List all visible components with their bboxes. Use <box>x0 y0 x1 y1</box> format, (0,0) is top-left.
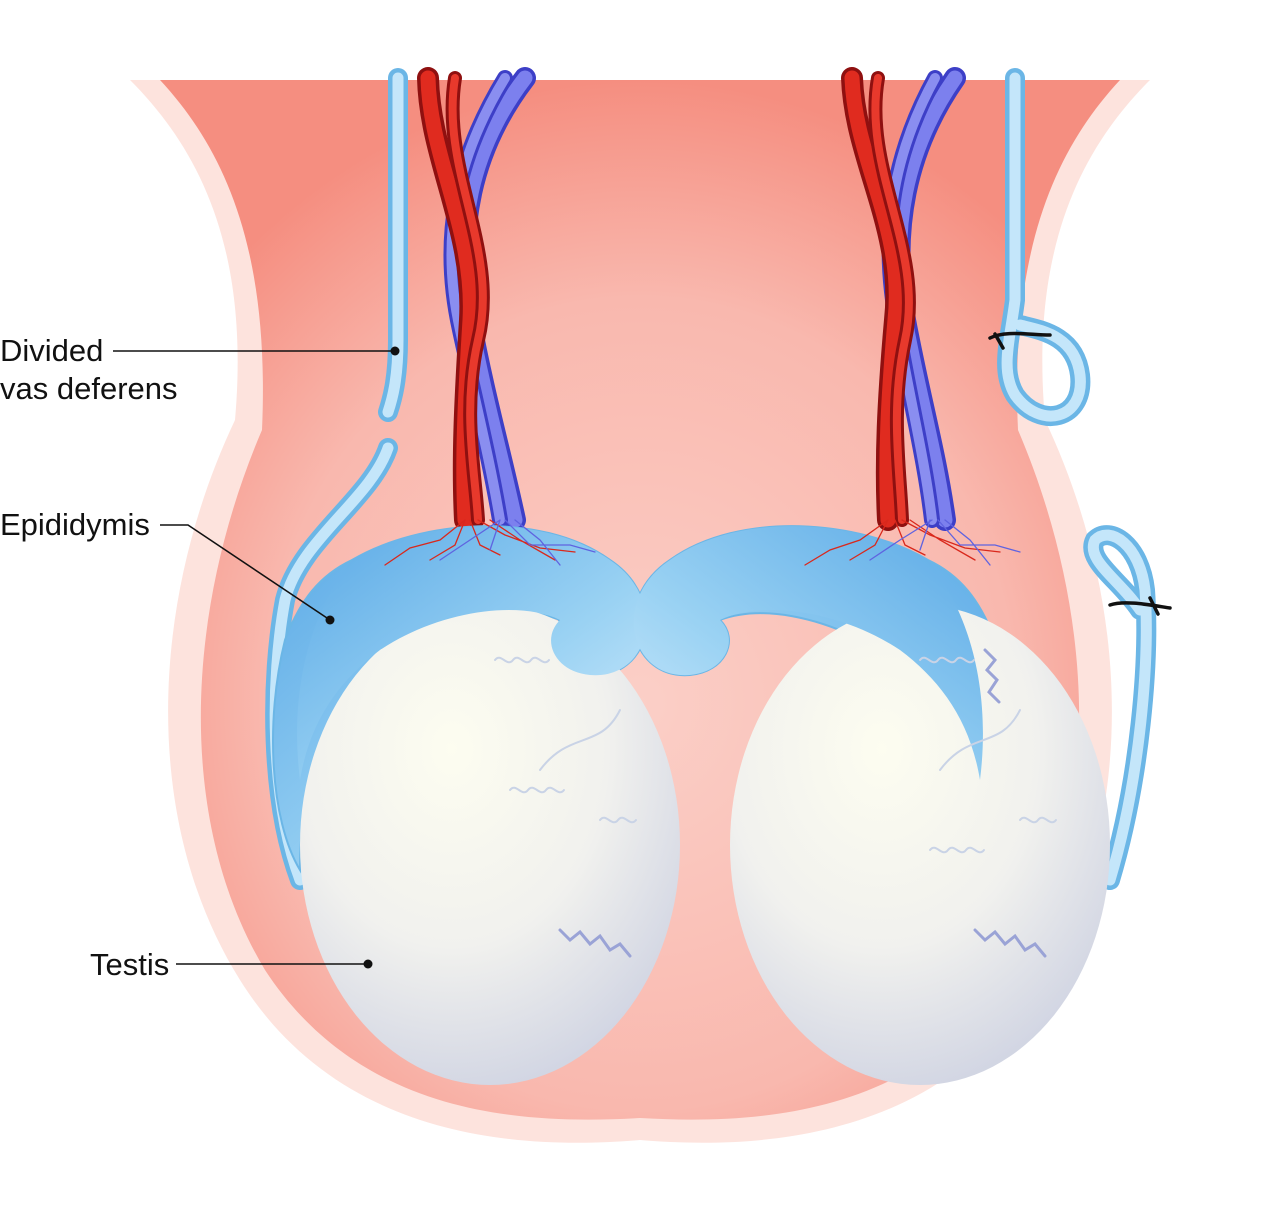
label-divided-vas-deferens: Divided vas deferens <box>0 333 400 406</box>
left-testis-texture <box>494 656 637 958</box>
epididymis-leader-dot <box>325 615 335 625</box>
left-capillaries <box>384 519 596 566</box>
testis-leader-dot <box>363 959 373 969</box>
vas-label-line1: Divided <box>0 333 103 368</box>
label-epididymis: Epididymis <box>0 507 335 625</box>
upper-ligature <box>988 331 1052 350</box>
epididymis-leader-line <box>160 524 331 621</box>
left-epididymis-head <box>297 526 647 780</box>
left-testis <box>300 605 680 1085</box>
vas-label-line2: vas deferens <box>0 371 178 406</box>
right-capillaries <box>804 519 1021 566</box>
left-spermatic-cord <box>417 67 536 531</box>
right-spermatic-cord <box>841 67 966 531</box>
right-vas-deferens <box>988 68 1172 890</box>
testis-label: Testis <box>90 947 169 982</box>
right-testis-texture <box>919 648 1057 958</box>
vas-leader-dot <box>390 346 400 356</box>
epididymis-label: Epididymis <box>0 507 150 542</box>
label-testis: Testis <box>90 947 373 982</box>
right-testis <box>730 605 1110 1085</box>
right-epididymis-head <box>633 526 983 780</box>
lower-ligature <box>1108 596 1172 616</box>
